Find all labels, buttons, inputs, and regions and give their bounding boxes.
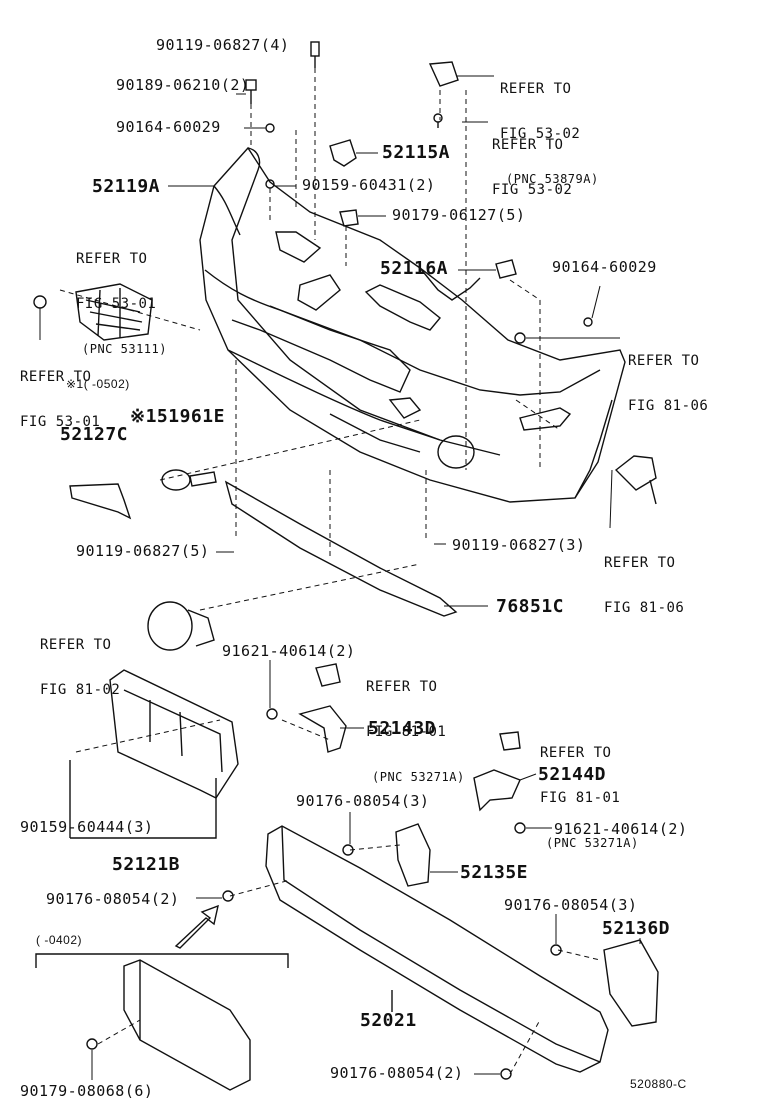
refer-line: FIG 81-06 bbox=[604, 600, 685, 616]
part-label[interactable]: ※151961E bbox=[130, 406, 225, 427]
tow-hook bbox=[161, 469, 217, 491]
part-label[interactable]: 90179-06127(5) bbox=[392, 206, 526, 224]
refer-line: REFER TO bbox=[540, 745, 612, 761]
part-label[interactable]: 90159-60444(3) bbox=[20, 818, 154, 836]
part-label[interactable]: 90164-60029 bbox=[552, 258, 657, 276]
refer-line: REFER TO bbox=[20, 369, 92, 385]
part-label[interactable]: 52136D bbox=[602, 918, 671, 939]
absorber-strip bbox=[224, 480, 458, 617]
nut-mark-lower bbox=[500, 1068, 512, 1080]
refer-note[interactable]: REFER TO FIG 81-06 bbox=[628, 324, 708, 429]
fog-lamp bbox=[147, 601, 215, 651]
refer-line: REFER TO bbox=[500, 81, 572, 97]
part-label[interactable]: 52135E bbox=[460, 862, 529, 883]
dashed-leaders bbox=[59, 68, 601, 1075]
part-label[interactable]: 90176-08054(3) bbox=[504, 896, 638, 914]
retainer-52135e bbox=[342, 823, 431, 887]
refer-line: FIG 53-01 bbox=[20, 414, 101, 430]
refer-line: (PNC 53271A) bbox=[372, 770, 465, 784]
refer-line: REFER TO bbox=[604, 555, 676, 571]
part-label[interactable]: 90119-06827(4) bbox=[156, 36, 290, 54]
refer-note[interactable]: REFER TO FIG 81-06 bbox=[604, 526, 684, 631]
illustration-code: 520880-C bbox=[630, 1077, 687, 1091]
refer-line: FIG 53-01 bbox=[76, 296, 157, 312]
variant-note: ※1( -0502) bbox=[66, 377, 130, 391]
part-label[interactable]: 52127C bbox=[60, 424, 129, 445]
refer-line: REFER TO bbox=[40, 637, 112, 653]
part-label[interactable]: 90119-06827(3) bbox=[452, 536, 586, 554]
bumper-cover-shape bbox=[199, 146, 626, 503]
part-label[interactable]: 52021 bbox=[360, 1010, 417, 1031]
refer-line: (PNC 53111) bbox=[82, 342, 167, 356]
refer-note[interactable]: REFER TO FIG 53-02 (PNC 53879A) bbox=[500, 52, 599, 202]
refer-note[interactable]: REFER TO FIG 53-01 (PNC 53111) bbox=[76, 222, 167, 372]
license-bracket bbox=[69, 669, 239, 839]
refer-note[interactable]: REFER TO FIG 53-02 bbox=[492, 108, 572, 213]
refer-line: REFER TO bbox=[366, 679, 438, 695]
refer-line: FIG 81-01 bbox=[366, 724, 447, 740]
bracket-52127c bbox=[69, 483, 132, 520]
refer-note[interactable]: REFER TO FIG 53-01 bbox=[20, 340, 100, 445]
part-label[interactable]: 52144D bbox=[538, 764, 607, 785]
refer-line: FIG 81-01 bbox=[540, 790, 621, 806]
part-label[interactable]: 52143D bbox=[368, 718, 437, 739]
refer-note[interactable]: REFER TO FIG 81-01 (PNC 53271A) bbox=[366, 650, 465, 800]
refer-note[interactable]: REFER TO FIG 81-02 bbox=[40, 608, 120, 713]
reinforcement-beam bbox=[265, 825, 609, 1073]
refer-line: FIG 53-02 bbox=[500, 126, 581, 142]
part-label[interactable]: 76851C bbox=[496, 596, 565, 617]
refer-line: REFER TO bbox=[76, 251, 148, 267]
part-label[interactable]: 90159-60431(2) bbox=[302, 176, 436, 194]
variant-note: ( -0402) bbox=[36, 933, 83, 947]
refer-line: REFER TO bbox=[628, 353, 700, 369]
refer-note[interactable]: REFER TO FIG 81-01 (PNC 53271A) bbox=[540, 716, 639, 866]
part-label[interactable]: 52121B bbox=[112, 854, 181, 875]
part-label[interactable]: 91621-40614(2) bbox=[554, 820, 688, 838]
refer-line: REFER TO bbox=[492, 137, 564, 153]
inset-variant bbox=[35, 904, 289, 1091]
label-leaders bbox=[39, 75, 641, 1080]
refer-line: FIG 53-02 bbox=[492, 182, 573, 198]
part-label[interactable]: 90176-08054(2) bbox=[330, 1064, 464, 1082]
refer-line: FIG 81-02 bbox=[40, 682, 121, 698]
part-label[interactable]: 90164-60029 bbox=[116, 118, 221, 136]
part-label[interactable]: 90119-06827(5) bbox=[76, 542, 210, 560]
part-label[interactable]: 90176-08054(3) bbox=[296, 792, 430, 810]
nut-mark bbox=[222, 890, 234, 902]
part-label[interactable]: 90179-08068(6) bbox=[20, 1082, 154, 1100]
part-label[interactable]: 52115A bbox=[382, 142, 451, 163]
part-label[interactable]: 90189-06210(2) bbox=[116, 76, 250, 94]
refer-line: (PNC 53879A) bbox=[506, 172, 599, 186]
refer-line: FIG 81-06 bbox=[628, 398, 709, 414]
part-label[interactable]: 52119A bbox=[92, 176, 161, 197]
retainer-52136d bbox=[550, 939, 659, 1027]
refer-line: (PNC 53271A) bbox=[546, 836, 639, 850]
upper-fasteners bbox=[245, 41, 593, 344]
bracket-52143d bbox=[266, 663, 347, 753]
side-lamp bbox=[614, 455, 657, 505]
part-label[interactable]: 90176-08054(2) bbox=[46, 890, 180, 908]
part-label[interactable]: 91621-40614(2) bbox=[222, 642, 356, 660]
bracket-52144d bbox=[473, 731, 526, 834]
part-label[interactable]: 52116A bbox=[380, 258, 449, 279]
